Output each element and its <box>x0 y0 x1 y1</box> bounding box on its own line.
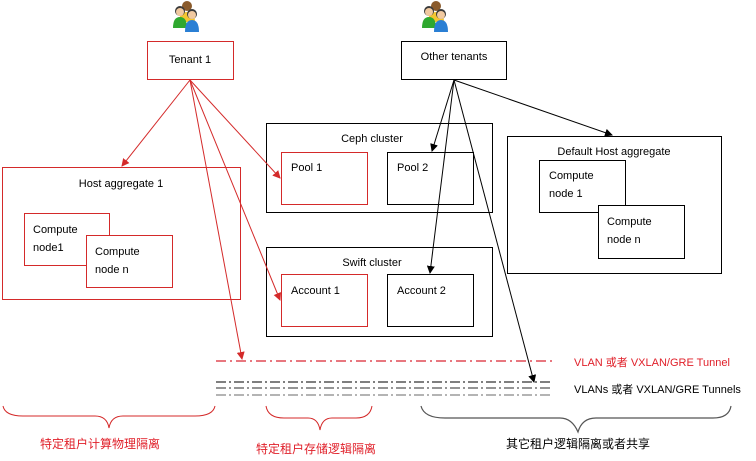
account1-label: Account 1 <box>291 285 340 297</box>
pool1-label: Pool 1 <box>291 162 322 174</box>
host-aggregate-1-title: Host aggregate 1 <box>79 178 163 190</box>
ha1-compute-node-n[interactable]: Compute node n <box>86 235 173 288</box>
tenant1-connections <box>121 79 282 360</box>
swift-cluster[interactable]: Swift cluster Account 1 Account 2 <box>266 247 493 337</box>
tenant1-users-icon <box>173 1 199 32</box>
swift-account-1[interactable]: Account 1 <box>281 274 368 327</box>
tenant-network-label: VLAN 或者 VXLAN/GRE Tunnel <box>574 356 730 369</box>
arrow-to-shared-network <box>453 79 537 383</box>
default-host-aggregate[interactable]: Default Host aggregate Compute node 1 Co… <box>507 136 722 274</box>
dha-noden-line2: node n <box>607 234 641 246</box>
account2-label: Account 2 <box>397 285 446 297</box>
other-tenants-connections <box>426 79 613 383</box>
storage-isolation-label: 特定租户存储逻辑隔离 <box>256 441 376 456</box>
ceph-pool-2[interactable]: Pool 2 <box>387 152 474 205</box>
other-isolation-label: 其它租户逻辑隔离或者共享 <box>506 436 650 451</box>
ceph-cluster-title: Ceph cluster <box>341 133 403 145</box>
ha1-node1-line2: node1 <box>33 242 64 254</box>
other-tenants-users-icon <box>422 1 448 32</box>
arrow-to-account1 <box>189 79 282 301</box>
host-aggregate-1[interactable]: Host aggregate 1 Compute node1 Compute n… <box>2 167 241 300</box>
pool2-label: Pool 2 <box>397 162 428 174</box>
ha1-noden-line1: Compute <box>95 246 140 258</box>
dha-noden-line1: Compute <box>607 216 652 228</box>
swift-cluster-title: Swift cluster <box>342 257 402 269</box>
arrow-to-account2 <box>426 79 455 274</box>
tenant1-label: Tenant 1 <box>169 54 211 66</box>
compute-isolation-brace <box>2 405 216 429</box>
ha1-noden-line2: node n <box>95 264 129 276</box>
ceph-pool-1[interactable]: Pool 1 <box>281 152 368 205</box>
arrow-to-pool2 <box>430 79 455 152</box>
tenant1-box[interactable]: Tenant 1 <box>147 41 234 80</box>
arrow-to-host-aggregate-1 <box>121 79 191 167</box>
other-tenants-box[interactable]: Other tenants <box>401 41 507 80</box>
swift-account-2[interactable]: Account 2 <box>387 274 474 327</box>
shared-network-lines <box>216 381 552 396</box>
shared-network-label: VLANs 或者 VXLAN/GRE Tunnels <box>574 383 741 396</box>
default-aggregate-title: Default Host aggregate <box>557 146 670 158</box>
compute-isolation-label: 特定租户计算物理隔离 <box>40 436 160 451</box>
ha1-node1-line1: Compute <box>33 224 78 236</box>
arrow-to-tenant-network <box>189 79 245 360</box>
ceph-cluster[interactable]: Ceph cluster Pool 1 Pool 2 <box>266 123 493 213</box>
other-tenants-label: Other tenants <box>421 51 488 63</box>
arrow-to-pool1 <box>189 79 281 179</box>
arrow-to-default-aggregate <box>453 79 613 137</box>
default-compute-node-n[interactable]: Compute node n <box>598 205 685 259</box>
dha-node1-line1: Compute <box>549 170 594 182</box>
storage-isolation-brace <box>265 405 373 431</box>
dha-node1-line2: node 1 <box>549 188 583 200</box>
default-compute-node-1[interactable]: Compute node 1 <box>539 160 626 213</box>
other-isolation-brace <box>420 405 732 434</box>
